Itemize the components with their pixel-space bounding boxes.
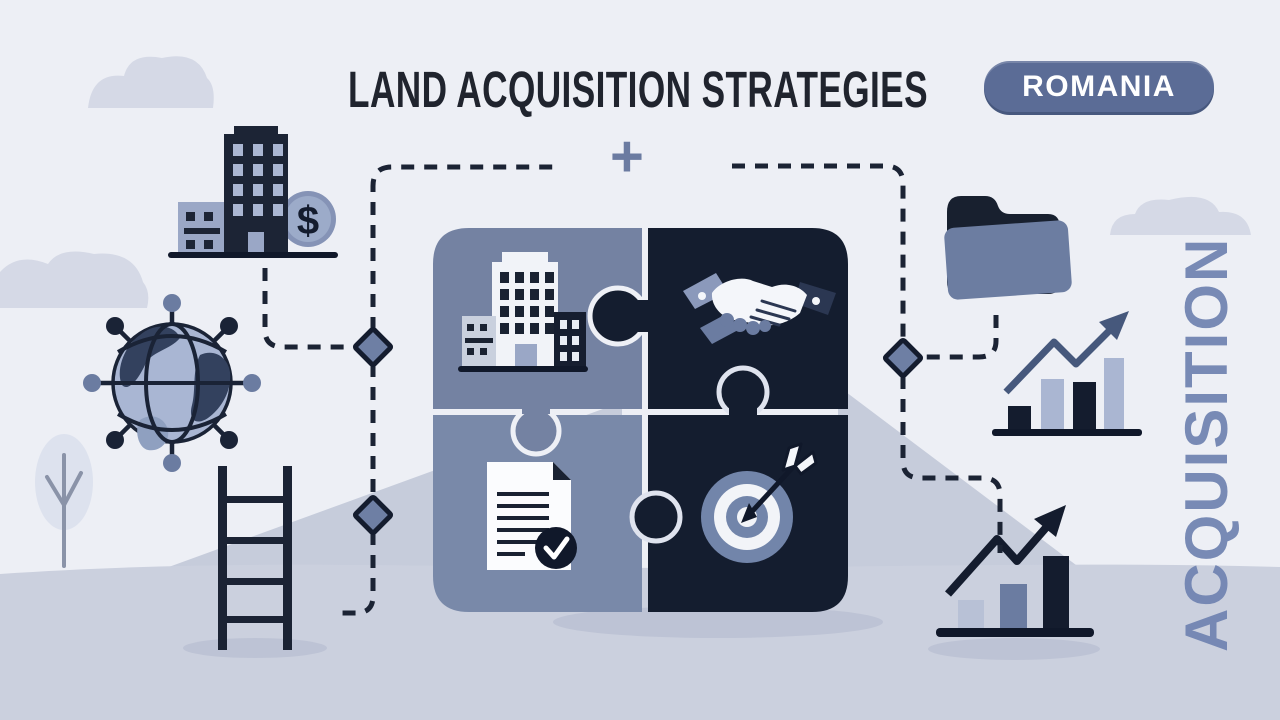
document-checkmark-icon <box>487 462 577 570</box>
growth-bar-chart-2-icon <box>936 505 1094 637</box>
connector-to-plus-right <box>732 163 906 340</box>
office-building-icon <box>458 252 588 372</box>
handshake-icon <box>683 273 836 344</box>
globe-network-icon <box>83 294 261 472</box>
dollar-sign: $ <box>297 199 319 243</box>
connector-buildings <box>262 268 354 350</box>
target-arrow-icon <box>701 442 818 563</box>
cloud-icon <box>0 56 1251 308</box>
connector-folder <box>922 315 999 360</box>
city-buildings-icon: $ <box>168 126 338 258</box>
side-label-acquisition: ACQUISITION <box>1173 236 1240 652</box>
page-title: LAND ACQUISITION STRATEGIES <box>348 62 928 119</box>
connector-diamond-icon <box>352 326 924 536</box>
tree-icon <box>35 434 93 568</box>
puzzle-shadow <box>553 606 883 638</box>
country-badge-label: ROMANIA <box>1022 69 1176 103</box>
dashed-connectors <box>262 163 1003 616</box>
connector-to-chart <box>900 376 1003 553</box>
connector-to-plus-left <box>370 164 560 330</box>
plus-icon: + <box>610 124 644 189</box>
folder-icon <box>944 196 1072 300</box>
hill-right <box>838 386 1080 568</box>
connector-to-ladder <box>338 532 376 616</box>
ladder-shadow <box>183 638 327 658</box>
ladder-icon <box>218 466 292 650</box>
country-badge: ROMANIA <box>984 61 1214 112</box>
puzzle-icon <box>433 228 848 612</box>
chart-shadow <box>928 638 1100 660</box>
dollar-coin-icon: $ <box>280 191 336 247</box>
growth-bar-chart-icon <box>992 311 1142 436</box>
